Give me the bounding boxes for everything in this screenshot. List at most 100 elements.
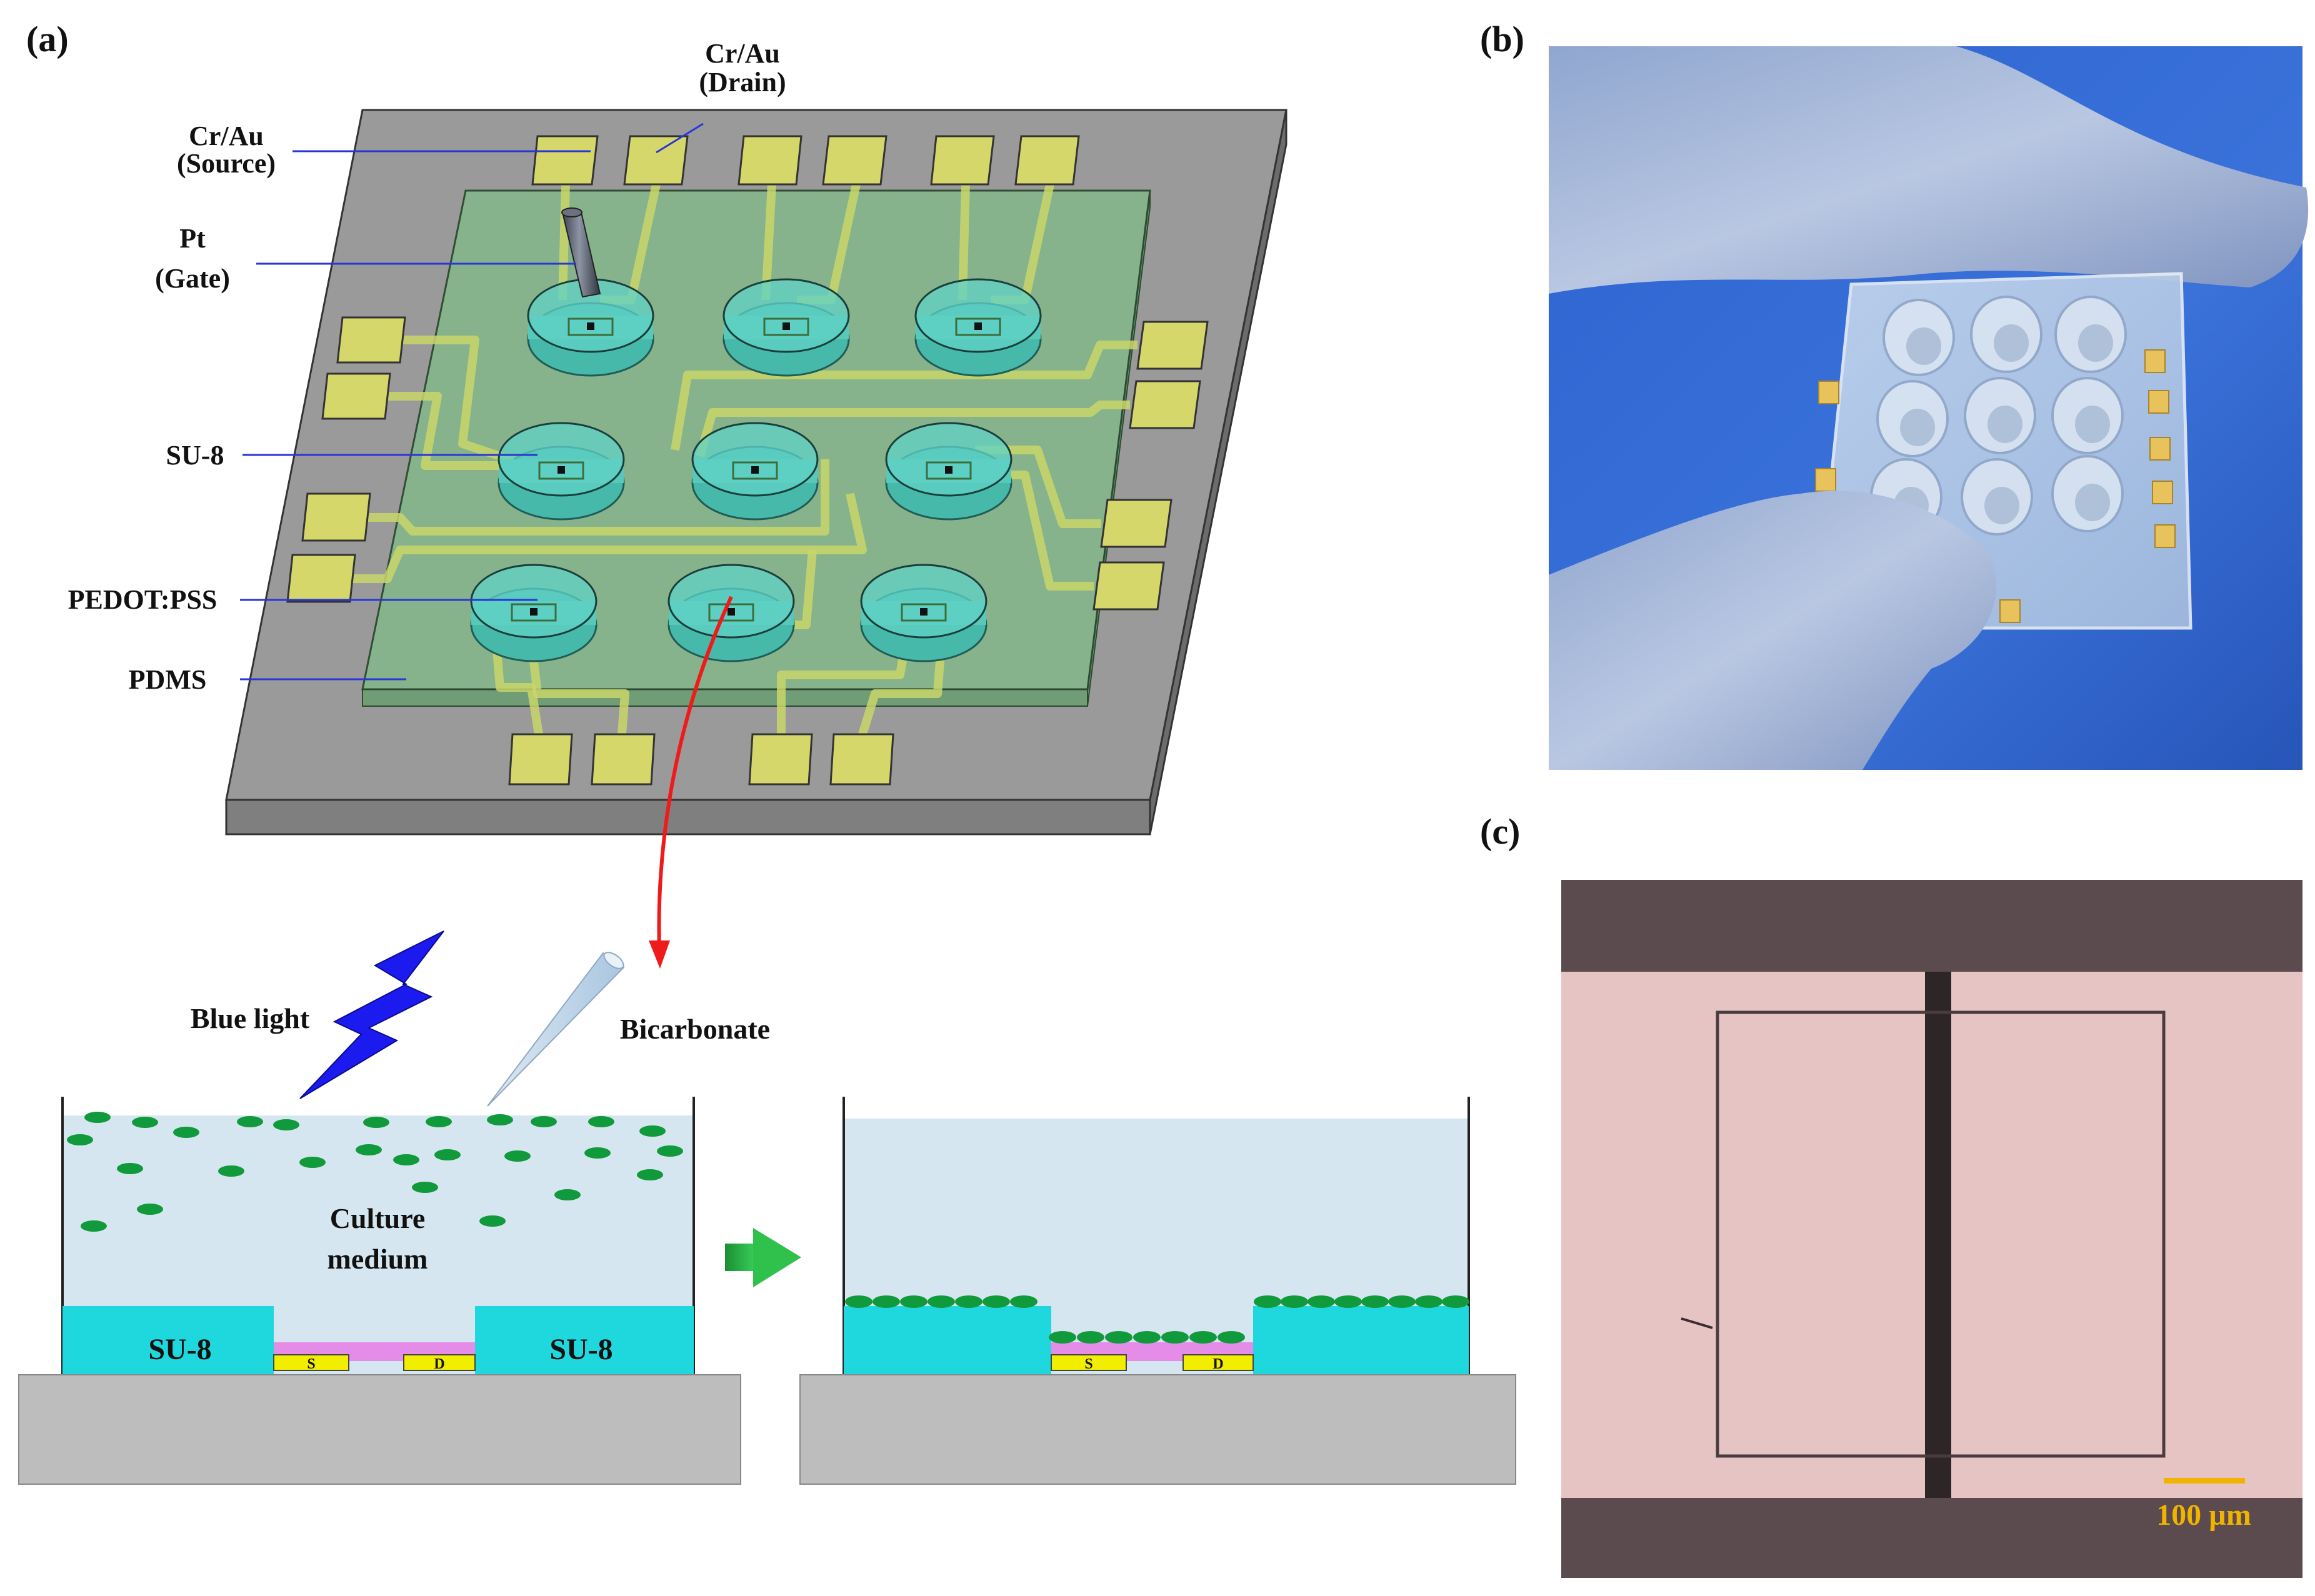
photo-pad — [2149, 437, 2171, 461]
contact-pad — [1136, 321, 1209, 370]
gold-trace — [400, 336, 521, 467]
pedot-channel — [587, 322, 594, 330]
cell — [218, 1165, 244, 1177]
label-su8-right: SU-8 — [549, 1333, 612, 1366]
cell — [1308, 1295, 1335, 1308]
well-rim — [885, 422, 1012, 497]
electrode-source — [1561, 972, 1925, 1498]
cell — [299, 1157, 326, 1168]
label-pdms: PDMS — [129, 664, 207, 695]
cell — [657, 1145, 683, 1157]
drain-electrode-right — [1182, 1354, 1254, 1371]
cell — [426, 1116, 452, 1127]
cell — [1133, 1331, 1161, 1344]
su8-wells — [470, 278, 1042, 662]
well-electrode — [901, 603, 947, 622]
well-rim — [914, 278, 1042, 353]
cell — [117, 1163, 143, 1174]
pedot-channel — [945, 466, 952, 474]
contact-pad — [286, 554, 356, 603]
photo-pad — [1815, 468, 1836, 492]
cross-section-before — [18, 1097, 741, 1485]
label-cr-au-source: Cr/Au — [189, 121, 264, 151]
leader-lines — [240, 122, 704, 681]
cell — [531, 1116, 557, 1127]
photo-well-shadow — [1994, 324, 2029, 362]
cell — [554, 1189, 581, 1200]
cell — [955, 1295, 982, 1308]
cell — [1049, 1331, 1076, 1344]
electrode-drain — [1951, 972, 2302, 1498]
channel-gap — [1925, 972, 1951, 1498]
label-s-right: S — [1084, 1356, 1092, 1372]
cell — [1361, 1295, 1389, 1308]
contact-pad — [822, 135, 888, 186]
pedot-channel — [920, 608, 928, 616]
cell — [434, 1149, 461, 1160]
cell — [273, 1119, 299, 1130]
label-source: (Source) — [177, 148, 276, 179]
pipette-icon — [487, 952, 625, 1107]
floating-cells — [67, 1112, 683, 1232]
contact-pad — [738, 135, 802, 186]
cell — [1189, 1331, 1217, 1344]
contact-pads — [286, 135, 1209, 786]
label-medium: medium — [328, 1243, 428, 1275]
photo-well-shadow — [2075, 484, 2110, 521]
cell — [487, 1114, 513, 1125]
photo-pad — [2144, 349, 2166, 373]
substrate-front — [225, 799, 1151, 835]
gold-trace — [388, 392, 512, 470]
cell — [584, 1147, 611, 1159]
cross-section-after — [799, 1097, 1516, 1485]
cell — [1254, 1295, 1281, 1308]
cell — [504, 1150, 531, 1162]
cell — [132, 1117, 158, 1128]
pdms-front — [362, 689, 1088, 707]
contact-pad — [829, 733, 894, 786]
well-rim — [722, 278, 850, 353]
contact-pad — [1014, 135, 1080, 186]
contact-pad — [748, 733, 813, 786]
upper-glove-finger — [1549, 46, 2309, 294]
contact-pad — [336, 316, 406, 364]
cell — [363, 1117, 389, 1128]
well-electrode — [955, 317, 1001, 336]
cell — [1010, 1295, 1038, 1308]
cell — [479, 1215, 506, 1227]
photo-pad — [2152, 481, 2173, 504]
pt-gate-rod — [561, 207, 601, 298]
well-electrode — [926, 461, 972, 480]
cell — [1415, 1295, 1442, 1308]
label-pt: Pt — [179, 223, 206, 254]
label-culture: Culture — [330, 1202, 426, 1234]
texture-line — [1681, 1317, 1713, 1329]
cell — [81, 1220, 107, 1232]
well-electrode — [538, 461, 584, 480]
cell — [900, 1295, 928, 1308]
well-electrode — [763, 317, 809, 336]
pedot-window — [1716, 1010, 2166, 1458]
label-s-left: S — [307, 1356, 315, 1372]
contact-pad — [1092, 561, 1165, 611]
well-electrode — [708, 603, 754, 622]
cell — [1161, 1331, 1189, 1344]
cell — [1334, 1295, 1362, 1308]
drain-electrode-left — [403, 1354, 476, 1371]
cell — [1077, 1331, 1104, 1344]
label-su8: SU-8 — [166, 440, 224, 471]
gold-trace — [368, 459, 829, 536]
contact-pad — [531, 135, 599, 186]
gold-trace — [352, 492, 867, 583]
photo-well-shadow — [2078, 324, 2113, 362]
well-electrode — [568, 317, 614, 336]
label-blue-light: Blue light — [191, 1002, 310, 1034]
source-electrode-left — [273, 1354, 349, 1371]
well-rim — [498, 422, 625, 497]
cell — [84, 1112, 111, 1123]
photo-well-shadow — [1988, 406, 2022, 443]
right-arrow-icon — [725, 1228, 801, 1287]
cell — [1281, 1295, 1308, 1308]
cell — [872, 1295, 900, 1308]
